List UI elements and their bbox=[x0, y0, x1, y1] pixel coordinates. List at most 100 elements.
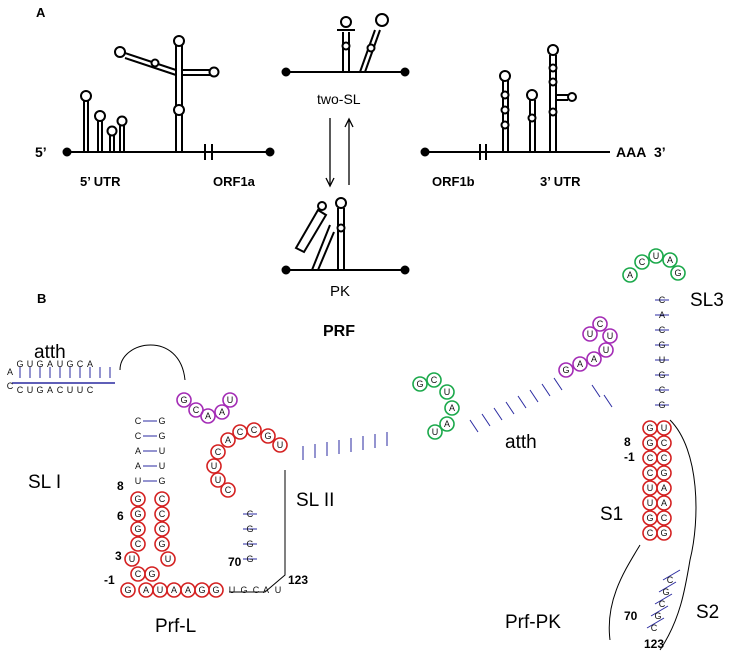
svg-text:G: G bbox=[654, 611, 661, 621]
two-sl-label: two-SL bbox=[317, 91, 361, 107]
svg-text:C: C bbox=[159, 509, 166, 519]
svg-text:G: G bbox=[416, 379, 423, 389]
svg-text:U: U bbox=[659, 355, 666, 365]
svg-text:U: U bbox=[215, 475, 222, 485]
sl1-label: SL I bbox=[28, 472, 61, 493]
panel-b: B bbox=[7, 248, 724, 651]
prf-pk-structure bbox=[469, 248, 697, 651]
prf-l-label: Prf-L bbox=[155, 616, 196, 637]
svg-text:C: C bbox=[647, 453, 654, 463]
svg-text:U: U bbox=[27, 359, 34, 369]
svg-text:C: C bbox=[135, 431, 142, 441]
svg-text:G: G bbox=[158, 431, 165, 441]
svg-text:C: C bbox=[659, 385, 666, 395]
svg-text:A: A bbox=[47, 359, 53, 369]
svg-text:U: U bbox=[135, 476, 142, 486]
svg-text:C: C bbox=[135, 539, 142, 549]
svg-text:C: C bbox=[247, 509, 254, 519]
svg-text:G: G bbox=[658, 340, 665, 350]
svg-text:G: G bbox=[246, 524, 253, 534]
sl1-pairs bbox=[143, 420, 157, 482]
sl1-purple-circles bbox=[176, 392, 238, 424]
svg-text:U: U bbox=[647, 498, 654, 508]
pk-loop-left bbox=[608, 544, 641, 641]
position-6-left: 6 bbox=[117, 509, 124, 523]
svg-text:C: C bbox=[651, 623, 658, 633]
svg-text:G: G bbox=[660, 468, 667, 478]
svg-text:C: C bbox=[647, 528, 654, 538]
svg-text:A: A bbox=[135, 446, 141, 456]
svg-text:G: G bbox=[246, 554, 253, 564]
svg-text:G: G bbox=[158, 416, 165, 426]
svg-text:C: C bbox=[597, 319, 604, 329]
position-minus1-left: -1 bbox=[104, 573, 115, 587]
svg-text:A: A bbox=[225, 435, 231, 445]
svg-text:G: G bbox=[16, 359, 23, 369]
prf-l-structure bbox=[12, 344, 460, 598]
svg-text:G: G bbox=[158, 476, 165, 486]
svg-text:C: C bbox=[661, 453, 668, 463]
svg-text:A: A bbox=[185, 585, 191, 595]
position-8-left: 8 bbox=[117, 479, 124, 493]
pk-loop-right bbox=[659, 419, 697, 651]
svg-text:A: A bbox=[143, 585, 149, 595]
svg-text:U: U bbox=[229, 585, 236, 595]
svg-text:G: G bbox=[180, 395, 187, 405]
sl1-red-circles bbox=[120, 491, 224, 598]
svg-text:C: C bbox=[193, 405, 200, 415]
five-prime-label: 5’ bbox=[35, 144, 47, 160]
poly-a-label: AAA bbox=[616, 144, 646, 160]
svg-text:G: G bbox=[662, 587, 669, 597]
svg-text:C: C bbox=[661, 438, 668, 448]
svg-text:C: C bbox=[667, 575, 674, 585]
svg-text:G: G bbox=[134, 524, 141, 534]
s2-label: S2 bbox=[696, 602, 719, 623]
five-prime-end-dot bbox=[62, 147, 72, 157]
sl-5utr-branch bbox=[121, 51, 177, 76]
svg-text:U: U bbox=[432, 427, 439, 437]
svg-text:U: U bbox=[444, 387, 451, 397]
svg-text:A: A bbox=[219, 407, 225, 417]
pk-stem-1 bbox=[311, 224, 335, 271]
sl3-label: SL3 bbox=[690, 290, 724, 311]
s1-label: S1 bbox=[600, 504, 623, 525]
three-prime-label: 3’ bbox=[654, 144, 666, 160]
svg-text:C: C bbox=[661, 513, 668, 523]
atth-right-label: atth bbox=[505, 432, 537, 453]
svg-text:G: G bbox=[36, 359, 43, 369]
svg-text:C: C bbox=[135, 416, 142, 426]
svg-text:G: G bbox=[198, 585, 205, 595]
position-8-right: 8 bbox=[624, 435, 631, 449]
svg-text:A: A bbox=[135, 461, 141, 471]
svg-text:A: A bbox=[659, 310, 665, 320]
svg-text:A: A bbox=[263, 585, 269, 595]
s1-red-circles bbox=[642, 420, 672, 541]
svg-text:C: C bbox=[431, 375, 438, 385]
svg-text:G: G bbox=[646, 423, 653, 433]
svg-text:U: U bbox=[661, 423, 668, 433]
svg-text:A: A bbox=[577, 359, 583, 369]
panel-a-label: A bbox=[36, 5, 46, 20]
svg-text:C: C bbox=[17, 385, 24, 395]
svg-text:A: A bbox=[667, 255, 673, 265]
svg-text:C: C bbox=[659, 325, 666, 335]
svg-text:C: C bbox=[659, 295, 666, 305]
svg-text:U: U bbox=[57, 359, 64, 369]
position-minus1-right: -1 bbox=[624, 450, 635, 464]
orf1b-label: ORF1b bbox=[432, 174, 475, 189]
svg-text:C: C bbox=[77, 359, 84, 369]
svg-text:G: G bbox=[124, 585, 131, 595]
svg-text:G: G bbox=[134, 494, 141, 504]
svg-text:G: G bbox=[264, 431, 271, 441]
panel-a-text: A 5’ 5’ UTR ORF1a two-SL PK PRF ORF1b 3’… bbox=[35, 5, 666, 340]
two-sl-stem-1 bbox=[342, 32, 350, 72]
svg-text:A: A bbox=[171, 585, 177, 595]
pk-stem-2 bbox=[337, 208, 345, 270]
svg-text:G: G bbox=[658, 370, 665, 380]
svg-text:U: U bbox=[607, 331, 614, 341]
svg-text:U: U bbox=[227, 395, 234, 405]
position-70-right: 70 bbox=[624, 609, 638, 623]
svg-text:C: C bbox=[225, 485, 232, 495]
s2-pairs bbox=[646, 569, 681, 629]
